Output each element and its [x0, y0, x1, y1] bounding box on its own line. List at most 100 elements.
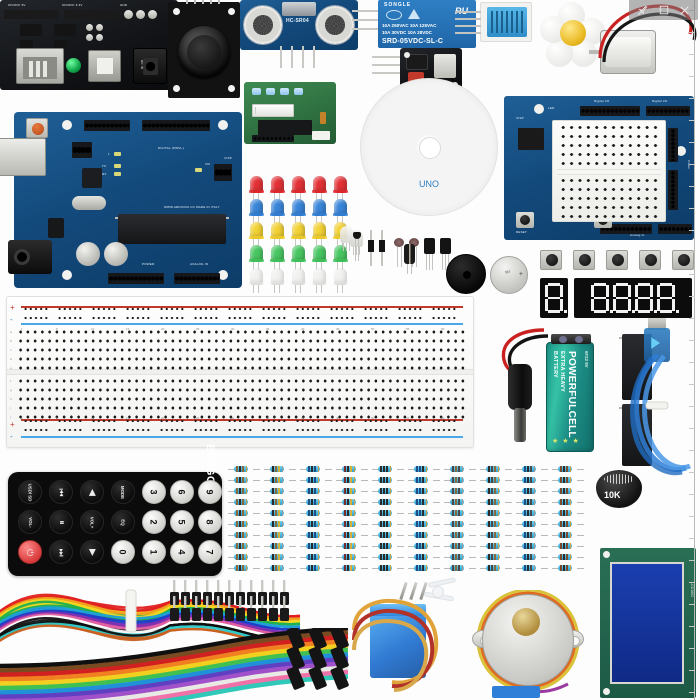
tactile-button-3[interactable] — [606, 250, 628, 270]
breadboard-power-holes[interactable] — [329, 419, 355, 423]
mini-breadboard-row[interactable] — [559, 135, 659, 139]
remote-button[interactable]: MODE — [111, 480, 135, 504]
breadboard-power-holes[interactable] — [397, 419, 423, 423]
breadboard-tie-point-row[interactable] — [17, 339, 465, 343]
mini-breadboard-row[interactable] — [559, 162, 659, 166]
uno-power-header[interactable] — [108, 273, 164, 284]
breadboard-power-holes[interactable] — [57, 307, 83, 311]
mini-breadboard-row[interactable] — [559, 126, 659, 130]
shield-aux-header-b[interactable] — [668, 170, 678, 210]
remote-button[interactable]: 0 — [111, 540, 135, 564]
remote-button[interactable]: ⏸ — [49, 510, 73, 534]
mini-breadboard-row[interactable] — [559, 153, 659, 157]
remote-number-button[interactable]: 2 — [142, 510, 166, 534]
remote-button[interactable]: USD/ SD — [18, 480, 42, 504]
breadboard-tie-point-row[interactable] — [17, 330, 465, 334]
breadboard-power-holes[interactable] — [261, 307, 287, 311]
breadboard-power-holes[interactable] — [431, 428, 457, 432]
remote-number-button[interactable]: 4 — [170, 540, 194, 564]
breadboard-power-holes[interactable] — [193, 419, 219, 423]
breadboard-power-holes[interactable] — [227, 307, 253, 311]
uno-analog-header[interactable] — [174, 273, 220, 284]
breadboard-power-holes[interactable] — [295, 307, 321, 311]
breadboard-power-holes[interactable] — [91, 419, 117, 423]
breadboard-power-holes[interactable] — [363, 316, 389, 320]
breadboard-power-holes[interactable] — [227, 316, 253, 320]
remote-number-button[interactable]: 9 — [198, 480, 222, 504]
mini-breadboard-row[interactable] — [559, 179, 659, 183]
breadboard-power-holes[interactable] — [363, 419, 389, 423]
breadboard-power-holes[interactable] — [193, 307, 219, 311]
breadboard-power-holes[interactable] — [227, 419, 253, 423]
breadboard-power-holes[interactable] — [125, 307, 151, 311]
restore-icon[interactable] — [654, 1, 673, 19]
breadboard-power-holes[interactable] — [397, 316, 423, 320]
breadboard-tie-point-row[interactable] — [17, 357, 465, 361]
mini-breadboard-row[interactable] — [559, 197, 659, 201]
shield-digital-header-right[interactable] — [646, 106, 690, 116]
breadboard-power-holes[interactable] — [431, 316, 457, 320]
breadboard-power-holes[interactable] — [159, 428, 185, 432]
shield-aux-header-a[interactable] — [668, 128, 678, 162]
uno-digital-header-right[interactable] — [142, 120, 210, 131]
pin-icon[interactable] — [633, 1, 652, 19]
breadboard-power-holes[interactable] — [57, 428, 83, 432]
breadboard-power-holes[interactable] — [363, 307, 389, 311]
breadboard-power-holes[interactable] — [23, 307, 49, 311]
breadboard-power-holes[interactable] — [227, 428, 253, 432]
breadboard-power-holes[interactable] — [397, 307, 423, 311]
tactile-button-5[interactable] — [672, 250, 694, 270]
breadboard-power-holes[interactable] — [329, 316, 355, 320]
uno-digital-header-left[interactable] — [84, 120, 130, 131]
breadboard-power-holes[interactable] — [159, 307, 185, 311]
mini-breadboard-row[interactable] — [559, 206, 659, 210]
breadboard-power-holes[interactable] — [295, 316, 321, 320]
breadboard-tie-point-row[interactable] — [17, 366, 465, 370]
breadboard-power-holes[interactable] — [125, 428, 151, 432]
breadboard-power-holes[interactable] — [295, 428, 321, 432]
breadboard-power-holes[interactable] — [431, 307, 457, 311]
breadboard-power-holes[interactable] — [91, 428, 117, 432]
breadboard-power-holes[interactable] — [329, 428, 355, 432]
uno-jumper-header[interactable] — [72, 142, 92, 158]
breadboard-power-holes[interactable] — [193, 428, 219, 432]
joystick-thumbstick[interactable] — [178, 26, 230, 78]
close-icon[interactable] — [675, 1, 694, 19]
remote-button[interactable]: ◀ — [80, 480, 104, 504]
breadboard-power-holes[interactable] — [125, 419, 151, 423]
uln-motor-connector[interactable] — [252, 104, 294, 117]
breadboard-power-holes[interactable] — [23, 428, 49, 432]
uno-reset-button[interactable] — [26, 118, 48, 138]
breadboard-power-holes[interactable] — [125, 316, 151, 320]
breadboard-tie-point-row[interactable] — [17, 415, 465, 419]
remote-button[interactable]: ⏮ — [49, 480, 73, 504]
breadboard-power-holes[interactable] — [159, 419, 185, 423]
breadboard-power-holes[interactable] — [57, 316, 83, 320]
remote-number-button[interactable]: 5 — [170, 510, 194, 534]
breadboard-tie-point-row[interactable] — [17, 348, 465, 352]
remote-button[interactable]: ⏭ — [49, 540, 73, 564]
remote-number-button[interactable]: 7 — [198, 540, 222, 564]
remote-button[interactable]: VOL+ — [80, 510, 104, 534]
breadboard-power-holes[interactable] — [91, 316, 117, 320]
breadboard-tie-point-row[interactable] — [17, 397, 465, 401]
breadboard-tie-point-row[interactable] — [17, 388, 465, 392]
breadboard-power-holes[interactable] — [57, 419, 83, 423]
breadboard-power-holes[interactable] — [261, 419, 287, 423]
remote-number-button[interactable]: 1 — [142, 540, 166, 564]
uln-jumper[interactable] — [312, 131, 330, 140]
shield-analog-header[interactable] — [600, 224, 652, 234]
potentiometer-knob[interactable] — [596, 470, 642, 508]
mini-breadboard-row[interactable] — [559, 215, 659, 219]
breadboard-power-holes[interactable] — [193, 316, 219, 320]
breadboard-power-holes[interactable] — [431, 419, 457, 423]
remote-button[interactable]: ▶ — [80, 540, 104, 564]
breadboard-power-holes[interactable] — [295, 419, 321, 423]
mini-breadboard-row[interactable] — [559, 144, 659, 148]
breadboard-power-holes[interactable] — [363, 428, 389, 432]
breadboard-tie-point-row[interactable] — [17, 406, 465, 410]
breadboard-power-holes[interactable] — [261, 316, 287, 320]
breadboard-power-holes[interactable] — [329, 307, 355, 311]
breadboard-tie-point-row[interactable] — [17, 379, 465, 383]
remote-number-button[interactable]: 6 — [170, 480, 194, 504]
